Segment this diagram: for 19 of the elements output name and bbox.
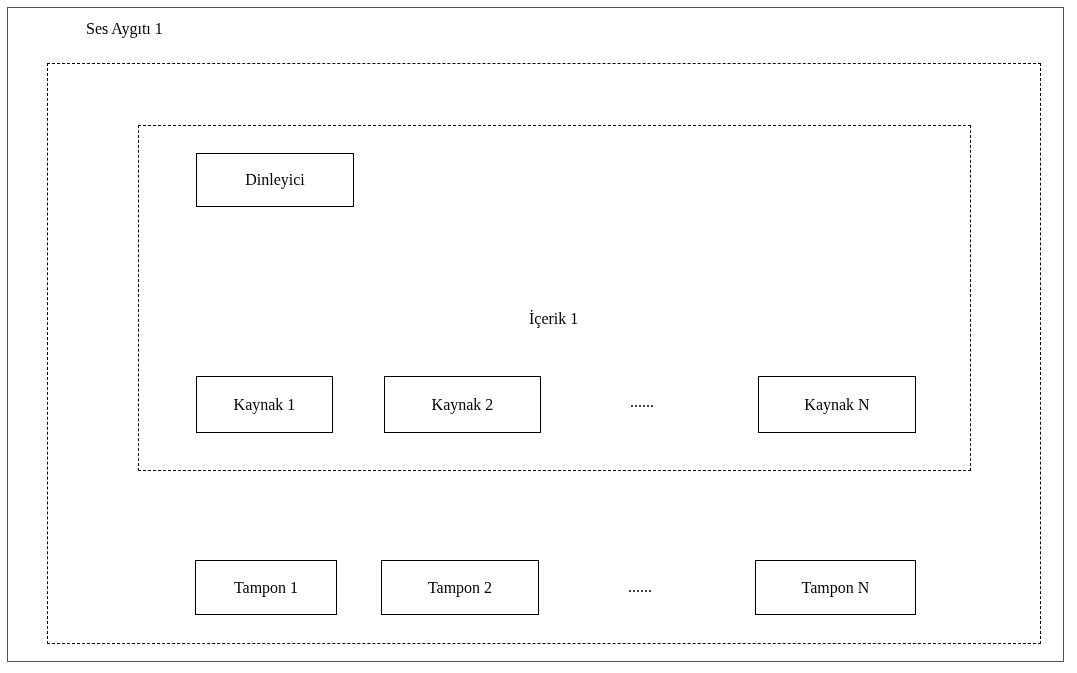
component-label: Kaynak 1 [233,395,296,414]
component-label: Kaynak 2 [431,395,494,414]
dashed-group-box [138,125,971,471]
component-label: Tampon 2 [427,578,493,597]
group-heading: İçerik 1 [529,310,579,328]
component-box [755,560,916,615]
component-label: Tampon N [801,578,870,597]
ellipsis-text: ...... [628,578,652,596]
component-box [384,376,541,433]
component-box [381,560,539,615]
component-box [758,376,916,433]
component-box [196,376,333,433]
component-label: Kaynak N [804,395,870,414]
component-box [195,560,337,615]
component-box [196,153,354,207]
component-label: Tampon 1 [233,578,299,597]
component-label: Dinleyici [245,171,305,189]
group-heading: Ses Aygıtı 1 [86,20,163,38]
ellipsis-text: ...... [630,393,654,411]
